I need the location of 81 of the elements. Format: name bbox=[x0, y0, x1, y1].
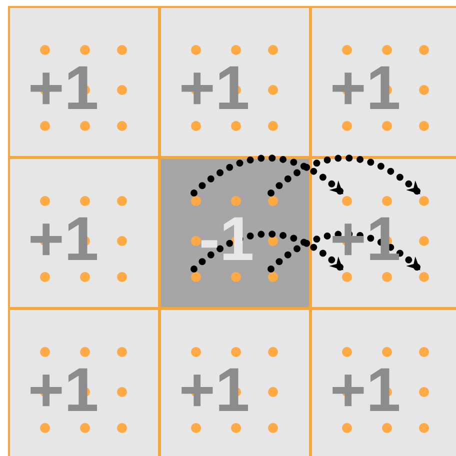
dot bbox=[231, 196, 241, 206]
dot bbox=[382, 45, 392, 55]
dot bbox=[268, 272, 278, 282]
dot bbox=[117, 387, 127, 397]
grid-cell bbox=[159, 157, 311, 309]
dot bbox=[80, 423, 90, 433]
dot bbox=[40, 423, 50, 433]
dot bbox=[117, 45, 127, 55]
dot bbox=[419, 196, 429, 206]
grid-cell bbox=[159, 6, 311, 158]
dot bbox=[231, 45, 241, 55]
grid-cell bbox=[8, 308, 160, 456]
dot bbox=[80, 272, 90, 282]
dotted-arrow bbox=[190, 154, 346, 196]
grid-cell bbox=[159, 308, 311, 456]
dot bbox=[40, 347, 50, 357]
dot bbox=[117, 423, 127, 433]
dot bbox=[231, 121, 241, 131]
dot bbox=[268, 387, 278, 397]
dot bbox=[117, 347, 127, 357]
dot bbox=[191, 196, 201, 206]
cell-value: +1 bbox=[179, 58, 250, 120]
cell-value: +1 bbox=[179, 360, 250, 422]
dot bbox=[419, 387, 429, 397]
dot bbox=[268, 423, 278, 433]
dot bbox=[419, 423, 429, 433]
dot bbox=[342, 45, 352, 55]
dot bbox=[40, 196, 50, 206]
dot bbox=[342, 423, 352, 433]
dot bbox=[191, 347, 201, 357]
dot bbox=[382, 423, 392, 433]
dot bbox=[342, 121, 352, 131]
dot bbox=[382, 272, 392, 282]
dot bbox=[80, 196, 90, 206]
dot bbox=[191, 236, 201, 246]
dot bbox=[419, 236, 429, 246]
dot bbox=[342, 272, 352, 282]
dot bbox=[80, 347, 90, 357]
dot bbox=[40, 121, 50, 131]
grid-cell bbox=[310, 308, 456, 456]
dot bbox=[117, 272, 127, 282]
dot bbox=[191, 121, 201, 131]
cell-value: +1 bbox=[330, 360, 401, 422]
dot bbox=[231, 423, 241, 433]
cell-value: +1 bbox=[28, 209, 99, 271]
dot bbox=[191, 423, 201, 433]
dot bbox=[268, 85, 278, 95]
dot bbox=[342, 347, 352, 357]
dot bbox=[191, 45, 201, 55]
dot bbox=[419, 272, 429, 282]
dot bbox=[419, 121, 429, 131]
dot bbox=[231, 347, 241, 357]
dot bbox=[191, 272, 201, 282]
dot bbox=[268, 196, 278, 206]
dot bbox=[268, 45, 278, 55]
dot bbox=[382, 196, 392, 206]
cell-value: +1 bbox=[330, 58, 401, 120]
dot bbox=[117, 196, 127, 206]
dot bbox=[382, 121, 392, 131]
grid-cell bbox=[310, 6, 456, 158]
dot bbox=[268, 347, 278, 357]
dot bbox=[419, 347, 429, 357]
dot bbox=[117, 121, 127, 131]
dot bbox=[40, 272, 50, 282]
dot bbox=[231, 272, 241, 282]
grid-cell bbox=[8, 6, 160, 158]
dot bbox=[117, 85, 127, 95]
dot bbox=[419, 85, 429, 95]
dot bbox=[419, 45, 429, 55]
cell-value: +1 bbox=[28, 360, 99, 422]
dot bbox=[382, 347, 392, 357]
dot bbox=[40, 45, 50, 55]
grid-cell bbox=[8, 157, 160, 309]
dot bbox=[268, 121, 278, 131]
dotted-arrow bbox=[268, 154, 422, 196]
dot bbox=[117, 236, 127, 246]
dot bbox=[342, 196, 352, 206]
cell-value: +1 bbox=[28, 58, 99, 120]
dot bbox=[80, 45, 90, 55]
dot bbox=[80, 121, 90, 131]
dot bbox=[268, 236, 278, 246]
